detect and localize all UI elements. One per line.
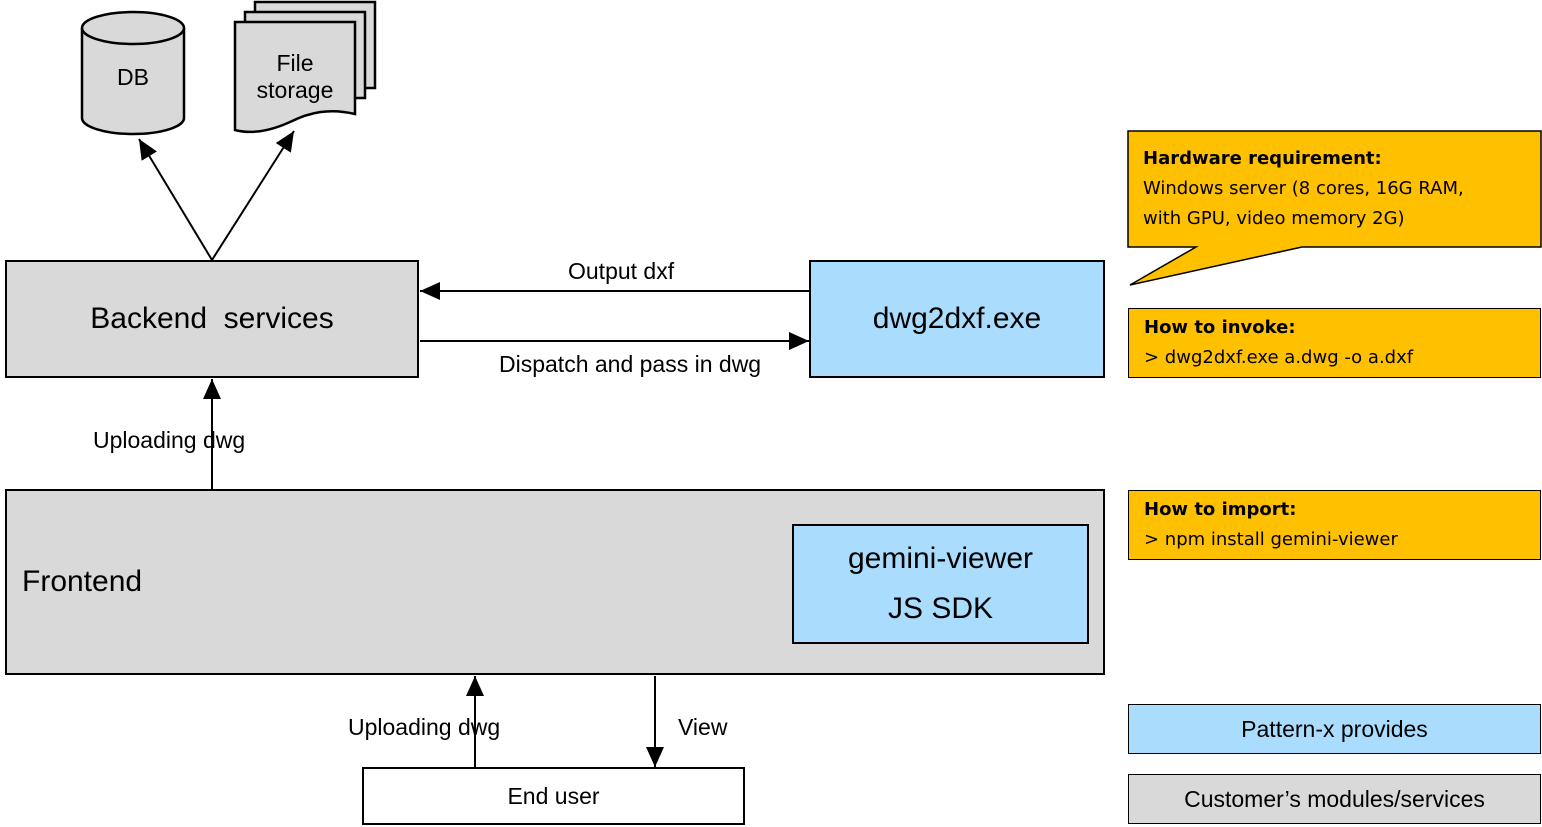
invoke-note: How to invoke: > dwg2dxf.exe a.dwg -o a.… [1128, 308, 1541, 378]
hardware-note-line2: with GPU, video memory 2G) [1143, 208, 1405, 229]
file-storage-label: File storage [235, 50, 355, 104]
edge-label-output-dxf: Output dxf [568, 258, 675, 284]
import-note-title: How to import: [1144, 499, 1297, 520]
hardware-note-title: Hardware requirement: [1143, 148, 1382, 169]
invoke-note-command: > dwg2dxf.exe a.dwg -o a.dxf [1144, 347, 1414, 368]
invoke-note-title: How to invoke: [1144, 317, 1296, 338]
arrow-backend-to-db [138, 138, 213, 261]
dwg2dxf-box: dwg2dxf.exe [809, 260, 1105, 378]
backend-services-box: Backend services [5, 260, 419, 378]
import-note-command: > npm install gemini-viewer [1144, 529, 1398, 550]
edge-label-dispatch: Dispatch and pass in dwg [499, 351, 762, 377]
hardware-note: Hardware requirement: Windows server (8 … [1143, 144, 1464, 234]
frontend-label: Frontend [22, 565, 143, 598]
edge-label-upload-backend: Uploading dwg [93, 427, 246, 453]
import-note: How to import: > npm install gemini-view… [1128, 490, 1541, 560]
hardware-callout-shape [1127, 130, 1542, 286]
legend-customer: Customer’s modules/services [1128, 774, 1541, 824]
gemini-viewer-sdk-box: gemini-viewer JS SDK [792, 524, 1089, 644]
db-label: DB [117, 64, 149, 90]
end-user-box: End user [362, 767, 745, 825]
legend-provided: Pattern-x provides [1128, 704, 1541, 754]
edge-label-upload-frontend: Uploading dwg [348, 714, 501, 740]
db-cylinder [80, 10, 186, 136]
sdk-line1: gemini-viewer [847, 542, 1034, 575]
file-storage-label-line1: File [276, 50, 314, 76]
file-storage-label-line2: storage [256, 77, 334, 103]
arrow-backend-to-file-storage [211, 130, 295, 261]
edge-label-view: View [678, 714, 728, 740]
sdk-line2: JS SDK [887, 592, 994, 625]
file-storage-shape [233, 0, 377, 134]
hardware-note-line1: Windows server (8 cores, 16G RAM, [1143, 178, 1464, 199]
